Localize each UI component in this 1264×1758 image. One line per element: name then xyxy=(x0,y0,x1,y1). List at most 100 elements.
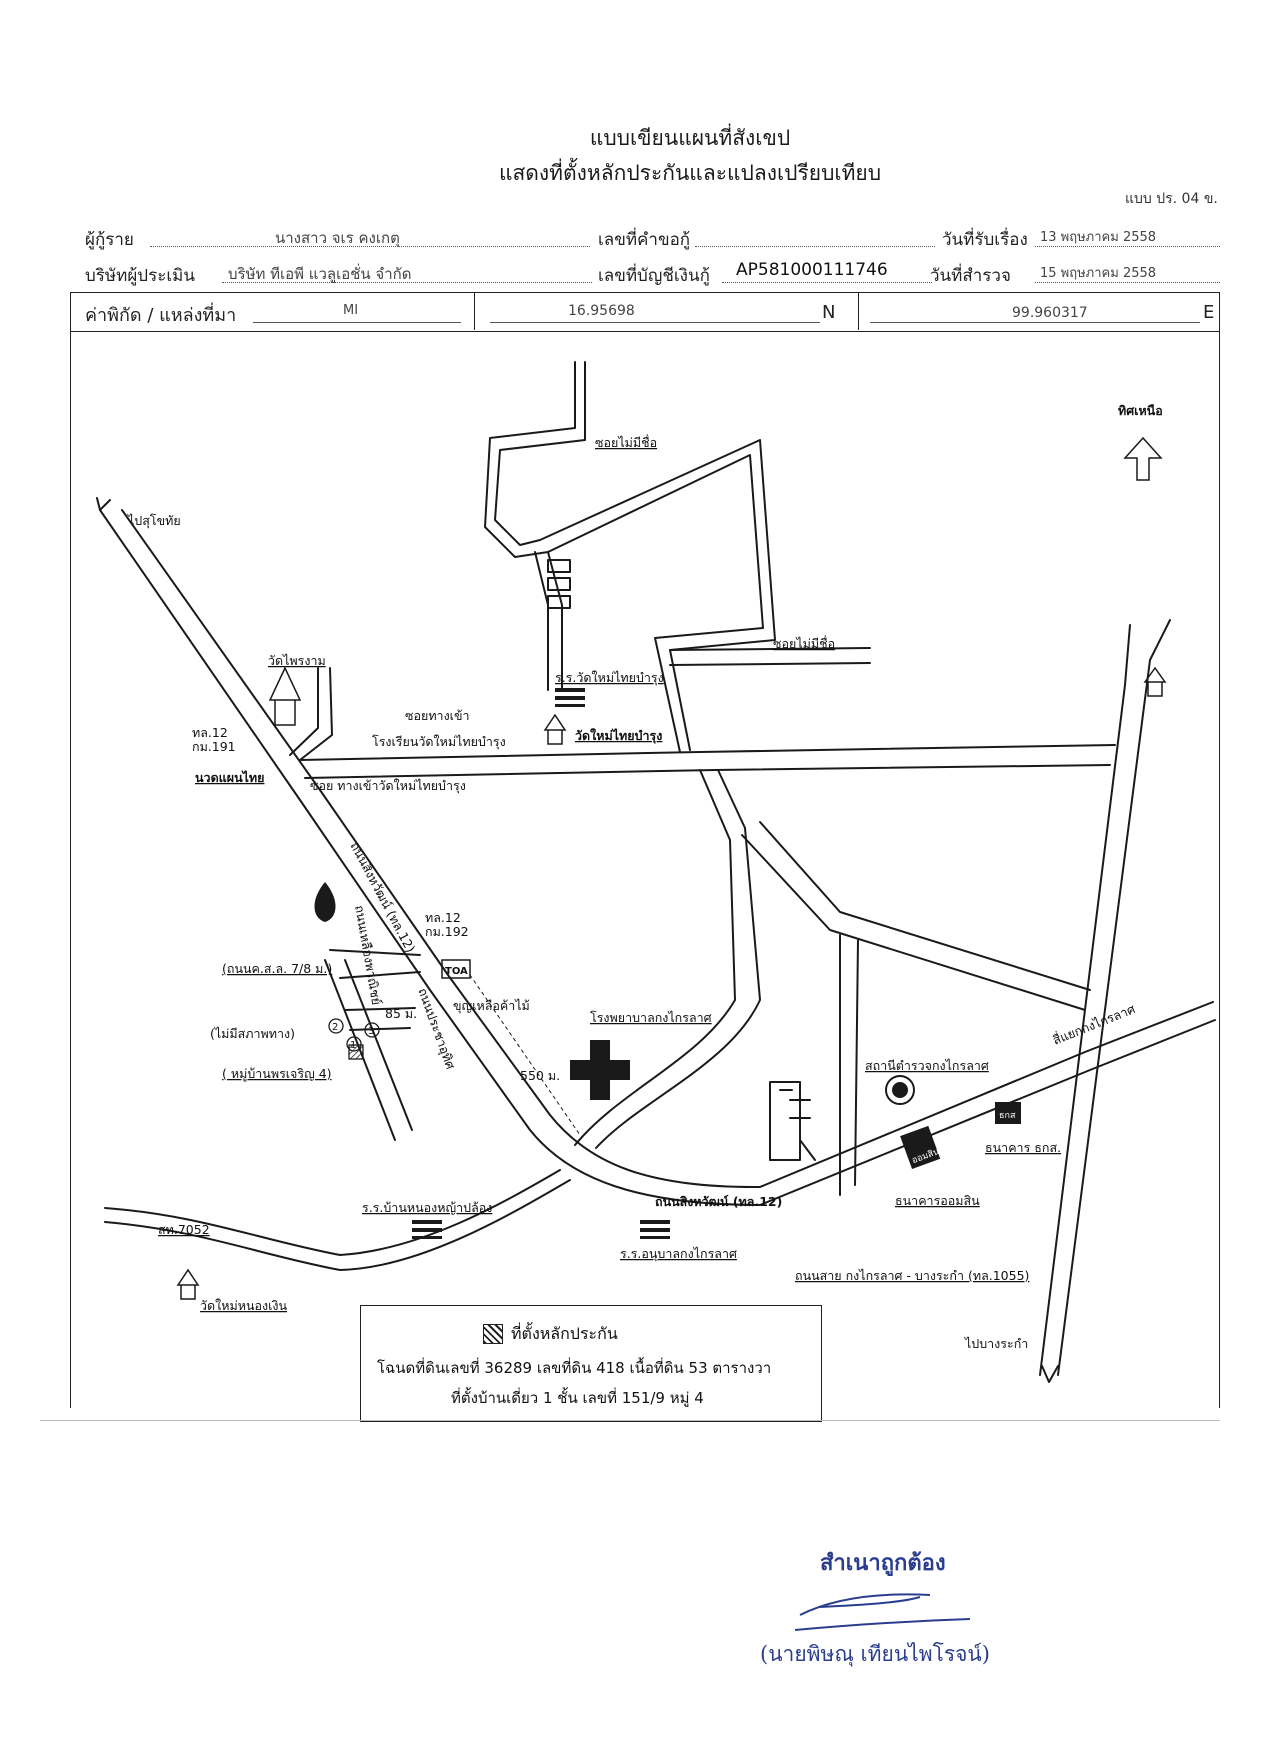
label-sth7052: สท.7052 xyxy=(158,1222,210,1237)
bank-gsb-icon xyxy=(900,1125,941,1170)
loan-request-line xyxy=(695,246,935,247)
account-label: เลขที่บัญชีเงินกู้ xyxy=(598,266,710,286)
label-dist-550: 550 ม. xyxy=(520,1068,560,1083)
account-value: AP581000111746 xyxy=(736,260,888,280)
collateral-marker-icon xyxy=(328,1018,380,1060)
label-village: ( หมู่บ้านพรเจริญ 4) xyxy=(222,1066,332,1082)
label-road-bangrakam: ถนนสาย กงไกรลาศ - บางระกำ (ทล.1055) xyxy=(795,1268,1029,1283)
legend-box: ที่ตั้งหลักประกัน โฉนดที่ดินเลขที่ 36289… xyxy=(360,1305,822,1422)
certification-name: (นายพิษณุ เทียนไพโรจน์) xyxy=(760,1642,990,1666)
top-loop-edge xyxy=(484,361,764,753)
highway-12-edge xyxy=(121,509,1214,1189)
label-school-nongya: ร.ร.บ้านหนองหญ้าปล้อง xyxy=(362,1200,492,1215)
label-km191-1: ทล.12 xyxy=(192,725,228,740)
coords-lon-line xyxy=(870,322,1200,323)
survey-date-label: วันที่สำรวจ xyxy=(930,266,1011,286)
highway-12 xyxy=(99,509,1216,1206)
gas-station-icon xyxy=(314,882,336,922)
received-date-label: วันที่รับเรื่อง xyxy=(942,230,1028,250)
label-to-bangrakam: ไปบางระกำ xyxy=(964,1336,1028,1351)
coords-divider-1 xyxy=(474,292,475,330)
legend-line1: โฉนดที่ดินเลขที่ 36289 เลขที่ดิน 418 เนื… xyxy=(377,1359,772,1377)
label-bank-gsb: ธนาคารออมสิน xyxy=(895,1193,980,1208)
doc-title-line2: แสดงที่ตั้งหลักประกันและแปลงเปรียบเทียบ xyxy=(498,161,882,185)
soi-unnamed-east xyxy=(669,647,871,666)
label-tha-nob: (ถนนค.ส.ล. 7/8 ม.) xyxy=(222,961,332,976)
top-loop xyxy=(494,361,776,751)
road-sth7052-edge xyxy=(104,1179,571,1271)
marker-2: 2 xyxy=(332,1022,338,1033)
borrower-value: นางสาว จเร คงเกตุ xyxy=(275,229,400,247)
bank-baac-icon xyxy=(995,1102,1021,1124)
coords-lon-dir: E xyxy=(1203,302,1215,323)
label-km191-2: กม.191 xyxy=(192,739,236,754)
map-bottom-line xyxy=(40,1420,1220,1421)
label-soi-unnamed-1: ซอยไม่มีชื่อ xyxy=(595,434,657,450)
label-km192-1: ทล.12 xyxy=(425,910,461,925)
label-road-singhawat-bottom: ถนนสิงหวัฒน์ (ทล.12) xyxy=(655,1194,782,1209)
bank-baac-logo-text: ธกส xyxy=(999,1111,1016,1121)
road-middle-edge xyxy=(595,769,761,1149)
lane-hospital xyxy=(769,1081,816,1161)
coords-divider-2 xyxy=(858,292,859,330)
label-school-wat-mai: ร.ร.วัดใหม่ไทยบำรุง xyxy=(555,670,664,686)
road-wat-phairam-edge xyxy=(289,667,319,756)
form-code: แบบ ปร. 04 ข. xyxy=(1125,191,1218,207)
label-soi-school-1: ซอยทางเข้า xyxy=(405,708,470,723)
label-wat-mai: วัดใหม่ไทยบำรุง xyxy=(575,728,662,744)
coords-label: ค่าพิกัด / แหล่งที่มา xyxy=(85,305,237,326)
label-school-anuban: ร.ร.อนุบาลกงไกรลาศ xyxy=(620,1246,737,1262)
building-2 xyxy=(547,577,571,591)
north-arrow-icon xyxy=(1123,436,1163,481)
account-line xyxy=(722,282,932,283)
arrow-to-sukhothai xyxy=(96,497,111,511)
soi-wat-mai-edge xyxy=(304,764,1111,779)
distance-550-line xyxy=(469,974,581,1136)
certification-text: สำเนาถูกต้อง xyxy=(820,1550,946,1576)
appraiser-value: บริษัท ทีเอพี แวลูเอชั่น จำกัด xyxy=(228,265,412,283)
police-emblem-icon xyxy=(885,1075,915,1105)
police-emblem-core xyxy=(892,1082,908,1098)
appraiser-line xyxy=(222,282,592,283)
coords-lon: 99.960317 xyxy=(1012,305,1088,321)
coords-source: MI xyxy=(343,303,359,318)
label-bank-baac: ธนาคาร ธกส. xyxy=(985,1140,1061,1155)
toa-icon xyxy=(441,959,471,979)
signature-mark xyxy=(794,1593,971,1631)
received-date-value: 13 พฤษภาคม 2558 xyxy=(1040,230,1157,245)
map-frame xyxy=(70,330,1220,1408)
label-intersection: สี่แยกกงไกรลาศ xyxy=(1050,1000,1137,1048)
label-km192-2: กม.192 xyxy=(425,924,469,939)
survey-date-line xyxy=(1035,282,1220,283)
doc-title-line1: แบบเขียนแผนที่สังเขป xyxy=(589,126,791,150)
hospital-cross-icon xyxy=(570,1040,630,1100)
label-soi-unnamed-2: ซอยไม่มีชื่อ xyxy=(773,635,835,651)
toa-label: TOA xyxy=(445,966,468,977)
school-flag-icon xyxy=(412,688,670,1239)
arrow-to-bangrakam xyxy=(1041,1365,1059,1383)
label-soi-school-2: โรงเรียนวัดใหม่ไทยบำรุง xyxy=(372,734,506,750)
legend-title: ที่ตั้งหลักประกัน xyxy=(511,1324,618,1343)
label-police: สถานีตำรวจกงไกรลาศ xyxy=(865,1058,989,1073)
borrower-line xyxy=(150,246,590,247)
road-police xyxy=(839,934,859,1196)
road-1055 xyxy=(1039,624,1131,1376)
coords-source-line xyxy=(253,322,461,323)
north-label: ทิศเหนือ xyxy=(1118,403,1163,418)
survey-date-value: 15 พฤษภาคม 2558 xyxy=(1040,266,1157,281)
road-wat-phairam xyxy=(299,667,333,761)
temple-icon xyxy=(176,666,1167,1300)
legend-hatch-icon xyxy=(483,1324,503,1344)
coords-lat-dir: N xyxy=(822,302,836,323)
label-noon-shop: ขุญเหลือค้าไม้ xyxy=(453,998,530,1014)
marker-3: 3 xyxy=(368,1026,374,1037)
soi-wat-mai xyxy=(299,744,1116,761)
building-3 xyxy=(547,595,571,609)
label-to-sukhothai: ไปสุโขทัย xyxy=(127,513,181,529)
road-sth7052 xyxy=(104,1169,561,1256)
legend-line2: ที่ตั้งบ้านเดี่ยว 1 ชั้น เลขที่ 151/9 หม… xyxy=(451,1389,704,1407)
label-no-condition: (ไม่มีสภาพทาง) xyxy=(210,1026,295,1041)
received-date-line xyxy=(1035,246,1220,247)
building-1 xyxy=(547,559,571,573)
